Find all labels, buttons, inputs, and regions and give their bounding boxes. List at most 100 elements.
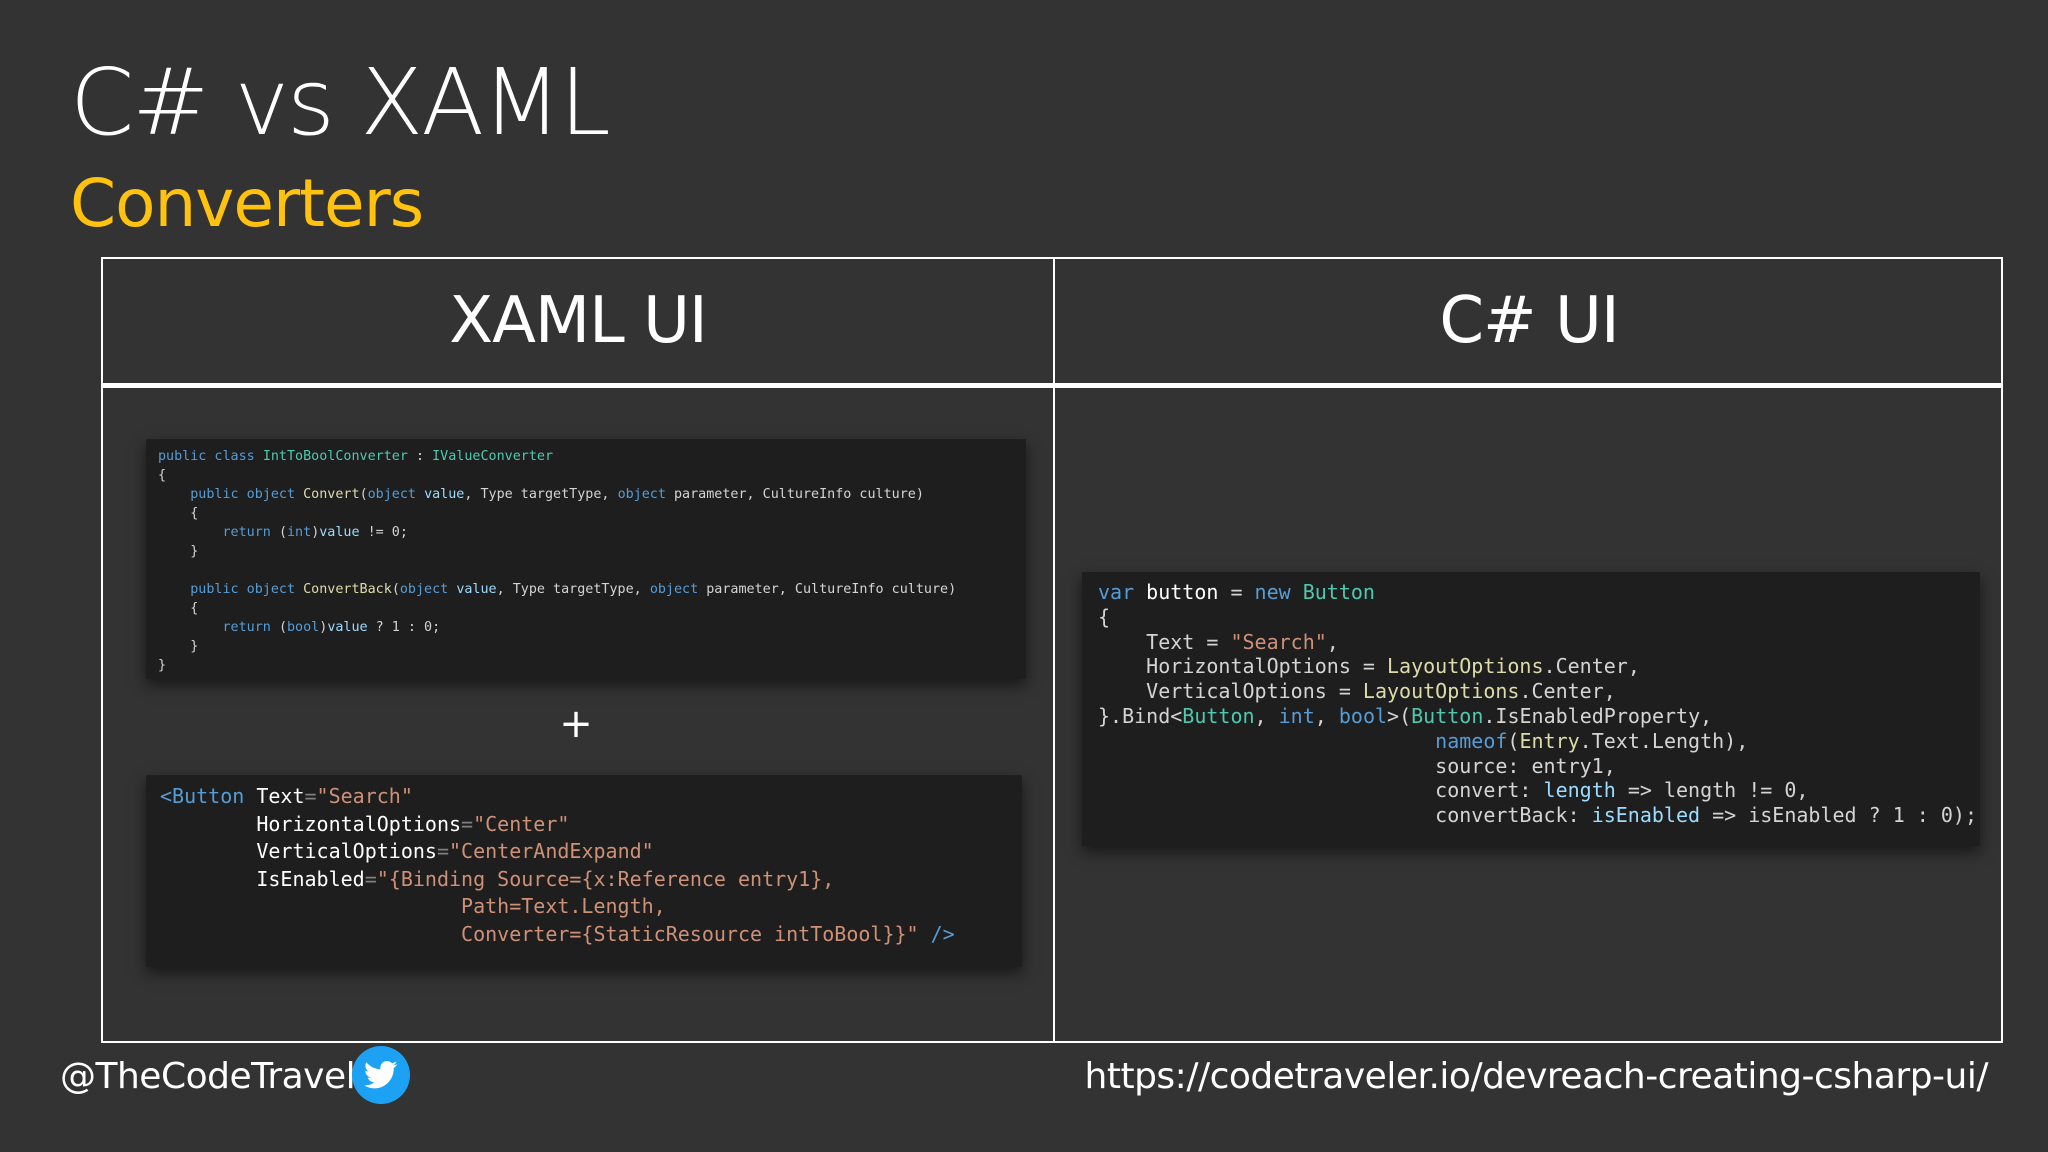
code-token: {: [158, 601, 199, 616]
code-line: return (int)value != 0;: [158, 523, 1026, 542]
code-token: LayoutOptions: [1362, 679, 1520, 704]
code-line: {: [158, 466, 1026, 485]
code-line: {: [158, 599, 1026, 618]
code-line: convert: length => length != 0,: [1098, 778, 1980, 803]
code-line: public object Convert(object value, Type…: [158, 485, 1026, 504]
code-token: new: [1254, 580, 1303, 604]
code-line: Path=Text.Length,: [160, 893, 1022, 921]
code-line: public class IntToBoolConverter : IValue…: [158, 447, 1026, 466]
code-token: [160, 867, 256, 891]
code-token: [158, 487, 190, 502]
code-token: ,: [1314, 703, 1339, 728]
code-token: object: [399, 582, 457, 597]
code-token: />: [930, 921, 955, 946]
csharp-code-block: var button = new Button{ Text = "Search"…: [1082, 572, 1980, 846]
code-token: ): [311, 525, 320, 540]
twitter-bird-icon[interactable]: [352, 1046, 410, 1104]
code-token: HorizontalOptions =: [1098, 654, 1387, 679]
code-token: return: [222, 620, 279, 635]
header-divider: [103, 383, 2001, 388]
twitter-handle[interactable]: @TheCodeTraveler: [60, 1056, 392, 1097]
code-token: int: [287, 525, 312, 540]
code-token: int: [1278, 703, 1315, 728]
code-token: :: [407, 449, 433, 464]
code-line: VerticalOptions="CenterAndExpand": [160, 838, 1022, 866]
code-token: "{Binding Source={x:Reference entry1},: [376, 866, 835, 891]
code-token: =: [304, 784, 317, 808]
code-token: public class: [158, 449, 263, 464]
code-token: Converter={StaticResource intToBool}}": [160, 921, 919, 946]
code-token: <Button: [160, 784, 257, 808]
code-token: HorizontalOptions: [256, 811, 462, 836]
code-token: Text =: [1098, 629, 1231, 654]
code-token: convertBack:: [1098, 803, 1592, 828]
footer-url[interactable]: https://codetraveler.io/devreach-creatin…: [1084, 1056, 1989, 1097]
code-token: .Text.Length),: [1579, 728, 1749, 753]
code-token: , Type targetType,: [496, 582, 650, 597]
slide-subtitle: Converters: [70, 165, 424, 242]
code-token: return: [222, 525, 279, 540]
code-token: "Search": [316, 784, 413, 808]
code-token: }: [158, 639, 199, 654]
code-token: .Center,: [1519, 679, 1616, 704]
code-token: "Center": [473, 811, 570, 836]
xaml-code-block: <Button Text="Search" HorizontalOptions=…: [146, 775, 1022, 967]
code-token: Convert: [303, 487, 360, 502]
code-token: }: [158, 658, 167, 673]
code-token: {: [1098, 604, 1111, 629]
csharp-ui-header: C# UI: [1439, 284, 1619, 358]
code-token: nameof: [1435, 728, 1508, 753]
code-token: Entry: [1519, 728, 1580, 753]
code-line: public object ConvertBack(object value, …: [158, 580, 1026, 599]
code-token: "CenterAndExpand": [449, 839, 654, 863]
code-token: .IsEnabledProperty,: [1483, 703, 1713, 728]
code-token: [160, 812, 256, 836]
code-line: {: [1098, 605, 1980, 630]
code-token: =: [364, 866, 377, 891]
code-token: bool: [287, 620, 320, 635]
column-divider: [1053, 259, 1055, 1041]
code-line: convertBack: isEnabled => isEnabled ? 1 …: [1098, 803, 1980, 828]
code-token: [158, 525, 223, 540]
code-token: public object: [190, 487, 304, 502]
code-token: }: [158, 544, 199, 559]
code-line: Converter={StaticResource intToBool}}" /…: [160, 921, 1022, 949]
code-token: Path=Text.Length,: [160, 894, 666, 918]
code-token: Text: [256, 784, 305, 808]
code-line: }: [158, 656, 1026, 675]
code-token: isEnabled: [1591, 803, 1701, 828]
code-token: }.Bind<: [1098, 703, 1183, 728]
code-line: var button = new Button: [1098, 580, 1980, 605]
code-line: IsEnabled="{Binding Source={x:Reference …: [160, 866, 1022, 894]
code-token: [158, 620, 223, 635]
code-line: VerticalOptions = LayoutOptions.Center,: [1098, 679, 1980, 704]
code-token: =: [1218, 580, 1255, 604]
code-line: }.Bind<Button, int, bool>(Button.IsEnabl…: [1098, 704, 1980, 729]
code-token: [160, 839, 256, 863]
code-token: LayoutOptions: [1386, 654, 1544, 679]
code-token: => isEnabled ? 1 : 0);: [1700, 803, 1978, 828]
code-token: object: [367, 487, 425, 502]
code-token: parameter, CultureInfo culture): [674, 487, 924, 502]
code-token: [158, 582, 190, 597]
code-token: [1098, 729, 1435, 753]
code-token: Button: [1182, 703, 1255, 728]
code-token: ? 1 : 0;: [367, 620, 441, 635]
code-line: nameof(Entry.Text.Length),: [1098, 729, 1980, 754]
code-token: IValueConverter: [432, 449, 554, 464]
code-token: convert:: [1098, 778, 1544, 803]
code-line: <Button Text="Search": [160, 783, 1022, 811]
code-line: }: [158, 637, 1026, 656]
code-token: => length != 0,: [1615, 778, 1809, 803]
xaml-ui-header: XAML UI: [449, 284, 708, 358]
code-token: ,: [1254, 703, 1279, 728]
converter-code-block: public class IntToBoolConverter : IValue…: [146, 439, 1026, 679]
code-token: (: [278, 525, 287, 540]
code-token: source: entry1,: [1098, 753, 1616, 778]
code-line: HorizontalOptions = LayoutOptions.Center…: [1098, 654, 1980, 679]
code-token: != 0;: [359, 525, 408, 540]
code-token: length: [1543, 778, 1616, 803]
code-line: ​: [158, 561, 1026, 580]
code-token: [919, 922, 931, 946]
code-token: (: [1507, 728, 1520, 753]
